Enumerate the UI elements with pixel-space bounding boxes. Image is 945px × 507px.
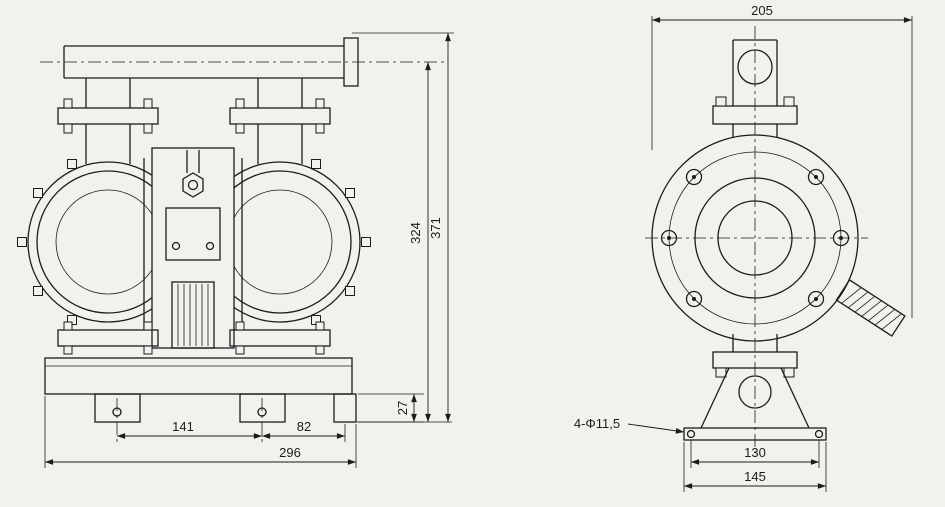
- discharge-flange: [343, 37, 359, 87]
- right-foot: [239, 393, 286, 423]
- dim-130: 130: [690, 440, 820, 468]
- center-body: [143, 147, 243, 349]
- flange-bolts: [660, 168, 850, 308]
- dim-141: 141: [117, 419, 262, 439]
- dim-324-label: 324: [408, 222, 423, 244]
- dim-27-label: 27: [395, 401, 410, 415]
- dim-371-label: 371: [428, 217, 443, 239]
- base-hole-left: [686, 429, 696, 439]
- foot-bracket: [683, 367, 827, 441]
- dim-145: 145: [683, 442, 827, 492]
- dimensions-front: 141 82 296 27 324: [44, 32, 454, 468]
- right-bracket: [333, 393, 357, 423]
- left-foot: [94, 393, 141, 423]
- inlet-port: [712, 39, 798, 137]
- top-flanges: [57, 98, 331, 164]
- bolt-holes-label: 4-Φ11,5: [574, 416, 620, 431]
- dimensions-side: 205 4-Φ11,5 130 145: [574, 3, 913, 492]
- base-hole-right: [814, 429, 824, 439]
- front-view: 141 82 296 27 324: [17, 32, 454, 468]
- dim-82-label: 82: [297, 419, 311, 434]
- dim-296: 296: [44, 396, 357, 468]
- dim-141-label: 141: [172, 419, 194, 434]
- silencer-handle: [835, 279, 906, 337]
- bottom-flange: [712, 351, 798, 369]
- dim-130-label: 130: [744, 445, 766, 460]
- manifold-pipe: [63, 37, 359, 108]
- bottom-flanges: [57, 321, 331, 355]
- base-plate: [683, 427, 827, 441]
- hex-bolt: [182, 172, 204, 198]
- dim-27: 27: [358, 393, 424, 423]
- dim-145-label: 145: [744, 469, 766, 484]
- dim-82: 82: [262, 419, 346, 442]
- side-view: 205 4-Φ11,5 130 145: [574, 3, 913, 492]
- bottom-port-opening: [738, 375, 772, 409]
- dim-371: 371: [352, 32, 454, 422]
- dim-bolt-holes: 4-Φ11,5: [574, 416, 685, 434]
- dim-324: 324: [354, 62, 452, 423]
- port-opening: [737, 49, 773, 85]
- dim-205: 205: [651, 3, 913, 318]
- outlet-port: [712, 334, 798, 409]
- dim-205-label: 205: [751, 3, 773, 18]
- top-flange: [712, 105, 798, 125]
- nameplate: [165, 207, 221, 261]
- dim-296-label: 296: [279, 445, 301, 460]
- base-frame: [44, 357, 357, 444]
- pump-body-face: [651, 134, 859, 342]
- muffler: [171, 281, 215, 349]
